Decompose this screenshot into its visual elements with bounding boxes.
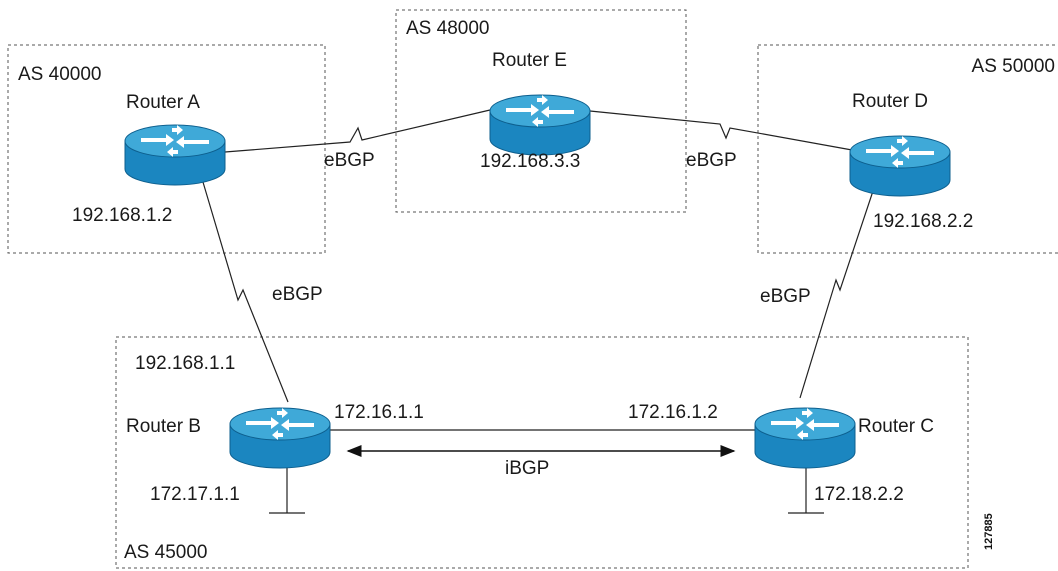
address-b-lan: 172.17.1.1 — [150, 484, 240, 505]
router-c[interactable] — [754, 407, 856, 469]
router-d[interactable] — [849, 135, 951, 197]
link-e-d — [589, 110, 853, 151]
as-50000-group: AS 50000 — [757, 44, 1058, 254]
address-b-to-c: 172.16.1.1 — [334, 402, 424, 423]
router-a[interactable] — [124, 124, 226, 186]
as-45000-label: AS 45000 — [124, 542, 207, 563]
router-c-name: Router C — [858, 416, 934, 437]
link-d-c — [799, 175, 879, 399]
address-b-to-a: 192.168.1.1 — [135, 353, 235, 374]
router-e[interactable] — [489, 94, 591, 156]
router-icon — [229, 407, 331, 469]
link-label-d-c: eBGP — [760, 286, 811, 307]
address-c-to-b: 172.16.1.2 — [628, 402, 718, 423]
router-d-name: Router D — [852, 91, 928, 112]
link-label-e-d: eBGP — [686, 150, 737, 171]
as-40000-group: AS 40000 — [7, 44, 326, 254]
address-c-lan: 172.18.2.2 — [814, 484, 904, 505]
router-icon — [489, 94, 591, 156]
address-e: 192.168.3.3 — [480, 151, 580, 172]
as-40000-label: AS 40000 — [18, 64, 101, 85]
router-icon — [849, 135, 951, 197]
link-a-b — [199, 171, 289, 403]
figure-id: 127885 — [983, 513, 995, 550]
link-label-a-e: eBGP — [324, 150, 375, 171]
address-d-to-c: 192.168.2.2 — [873, 211, 973, 232]
as-48000-group: AS 48000 — [395, 9, 687, 213]
router-icon — [754, 407, 856, 469]
as-48000-label: AS 48000 — [406, 18, 489, 39]
router-e-name: Router E — [492, 50, 567, 71]
router-b-name: Router B — [126, 416, 201, 437]
as-45000-box — [115, 336, 969, 569]
router-a-name: Router A — [126, 92, 200, 113]
address-a-to-b: 192.168.1.2 — [72, 205, 172, 226]
link-label-b-c: iBGP — [505, 458, 549, 479]
link-a-e — [224, 109, 491, 153]
router-b[interactable] — [229, 407, 331, 469]
link-label-a-b: eBGP — [272, 284, 323, 305]
as-40000-box — [7, 44, 326, 254]
as-50000-label: AS 50000 — [972, 56, 1055, 77]
as-48000-box — [395, 9, 687, 213]
as-50000-box — [757, 44, 1058, 254]
as-45000-group: AS 45000 — [115, 336, 969, 569]
router-icon — [124, 124, 226, 186]
